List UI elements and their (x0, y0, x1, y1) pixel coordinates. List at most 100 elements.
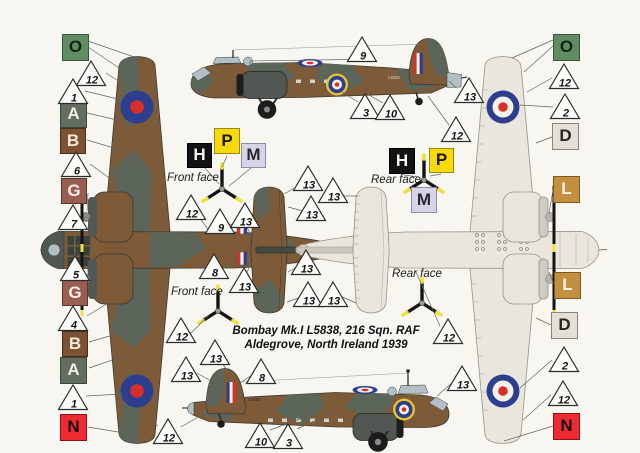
triangle-outline (295, 194, 327, 222)
callout-triangle-13: 13 (228, 266, 260, 294)
callout-triangle-12: 12 (432, 317, 464, 345)
triangle-outline (57, 304, 89, 332)
callout-number: 1 (71, 399, 77, 411)
paint-chip-L: L (553, 176, 580, 203)
triangle-outline (446, 364, 478, 392)
triangle-outline (549, 92, 581, 120)
port-engine-top (80, 180, 134, 250)
callout-triangle-9: 9 (346, 35, 378, 63)
paint-chip-A: A (60, 357, 87, 384)
callout-number: 12 (186, 209, 198, 221)
callout-triangle-13: 13 (170, 355, 202, 383)
paint-chip-H: H (187, 143, 212, 168)
paint-chip-N: N (553, 413, 580, 440)
caption-line-2: Aldegrove, North Ireland 1939 (244, 339, 408, 351)
callout-number: 13 (240, 217, 252, 229)
callout-triangle-13: 13 (446, 364, 478, 392)
front-face-label-top: Front face (167, 172, 219, 184)
aerial-wire (232, 43, 428, 51)
callout-number: 1 (71, 93, 77, 105)
callout-triangle-10: 10 (374, 93, 406, 121)
triangle-outline (548, 345, 580, 373)
leader-lines (84, 39, 555, 442)
callout-number: 13 (303, 296, 315, 308)
triangle-outline (204, 207, 236, 235)
callout-triangle-13: 13 (292, 164, 324, 192)
under-roundel-starboard (486, 90, 520, 124)
triangle-outline (75, 59, 107, 87)
triangle-outline (229, 201, 261, 229)
callout-triangle-3: 3 (272, 422, 304, 450)
tail-wheel (415, 91, 423, 106)
tailplane-ticks (353, 195, 360, 299)
callout-number: 12 (559, 78, 571, 90)
engine-nacelle-profile (236, 71, 288, 99)
canopy-2 (397, 384, 429, 394)
callout-number: 13 (328, 192, 340, 204)
triangle-outline (547, 379, 579, 407)
callout-triangle-12: 12 (75, 59, 107, 87)
callout-triangle-12: 12 (547, 379, 579, 407)
tailplane-under (352, 186, 390, 314)
callout-triangle-2: 2 (549, 92, 581, 120)
callout-number: 9 (218, 223, 225, 235)
side-profile-top: L5838 (190, 38, 468, 119)
caption-line-1: Bombay Mk.I L5838, 216 Sqn. RAF (232, 325, 420, 337)
callout-triangle-8: 8 (198, 252, 230, 280)
rear-turret-2 (187, 402, 195, 416)
callout-number: 6 (74, 166, 81, 178)
fin-flash-2 (226, 382, 236, 403)
triangle-outline (198, 252, 230, 280)
triangle-outline (60, 150, 92, 178)
triangle-outline (244, 421, 276, 449)
callout-number: 13 (306, 210, 318, 222)
starboard-wing-under (469, 56, 537, 233)
callout-number: 13 (181, 371, 193, 383)
callout-number: 12 (451, 131, 463, 143)
callout-triangle-7: 7 (57, 203, 89, 231)
triangle-outline (165, 316, 197, 344)
callout-triangle-6: 6 (60, 150, 92, 178)
rear-face-label-bottom: Rear face (392, 268, 442, 280)
triangle-outline (317, 176, 349, 204)
paint-chip-H: H (389, 148, 415, 174)
fuselage-roundel-2 (393, 398, 415, 421)
callout-number: 12 (176, 332, 188, 344)
triangle-outline (453, 76, 485, 104)
fin-flash (413, 53, 423, 74)
callout-number: 12 (558, 395, 570, 407)
triangle-outline (199, 338, 231, 366)
triangle-outline (374, 93, 406, 121)
callout-triangle-2: 2 (548, 345, 580, 373)
paint-chip-L: L (554, 272, 581, 299)
nose-glazing-2 (428, 396, 449, 412)
callout-triangle-8: 8 (245, 357, 277, 385)
triangle-outline (57, 203, 89, 231)
callout-triangle-3: 3 (349, 92, 381, 120)
callout-number: 8 (212, 268, 219, 280)
triangle-outline (152, 417, 184, 445)
tail-wheel-2 (217, 413, 225, 428)
triangle-outline (346, 35, 378, 63)
callout-triangle-5: 5 (59, 254, 91, 282)
landing-gear (257, 97, 278, 119)
callout-triangle-13: 13 (317, 176, 349, 204)
triangle-outline (272, 422, 304, 450)
dorsal-turret-2 (387, 386, 397, 397)
nose-panel-lines (559, 232, 589, 268)
callout-triangle-13: 13 (292, 280, 324, 308)
triangle-outline (290, 248, 322, 276)
callout-number: 13 (328, 296, 340, 308)
callout-number: 8 (259, 373, 266, 385)
fin-flash-decal-2 (236, 251, 248, 266)
callout-number: 4 (70, 320, 77, 332)
callout-number: 10 (255, 437, 268, 449)
scheme-caption: Bombay Mk.I L5838, 216 Sqn. RAF Aldegrov… (150, 324, 502, 352)
triangle-outline (59, 254, 91, 282)
port-wing-under (469, 267, 537, 444)
paint-chip-G: G (62, 280, 88, 306)
triangle-outline (317, 280, 349, 308)
callout-number: 3 (286, 438, 292, 450)
